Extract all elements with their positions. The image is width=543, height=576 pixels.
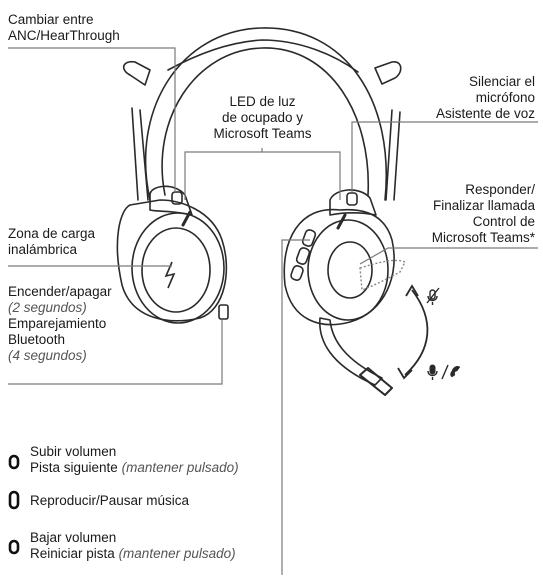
anc-label-line1: Cambiar entre: [8, 12, 94, 27]
callout-volume: [281, 239, 310, 575]
vol-down-icon: [8, 539, 20, 555]
right-led: [336, 213, 347, 230]
wireless-label-line1: Zona de carga: [8, 226, 96, 241]
mute-label-line3: Asistente de voz: [435, 106, 535, 121]
anc-label: Cambiar entre ANC/HearThrough: [8, 12, 120, 44]
play-legend: Reproducir/Pausar música: [30, 493, 189, 509]
vol-down-sub: Reiniciar pista: [30, 546, 115, 561]
mute-label-line2: micrófono: [475, 90, 535, 105]
vol-up-hold: (mantener pulsado): [121, 460, 239, 475]
boom-arm-raised: [359, 259, 406, 291]
lightning-icon: [164, 261, 176, 289]
boom-arm: [319, 317, 383, 386]
wireless-label-line2: inalámbrica: [8, 242, 78, 257]
power-label-line2: (2 segundos): [8, 300, 87, 315]
callout-answer: [359, 247, 538, 265]
vol-up-sub: Pista siguiente: [30, 460, 118, 475]
rotation-arrow: [404, 289, 429, 376]
left-led: [181, 210, 192, 227]
mute-label: Silenciar el micrófono Asistente de voz: [436, 74, 535, 122]
led-label: LED de luz de ocupado y Microsoft Teams: [200, 94, 325, 142]
pair-label-line1: Emparejamiento: [8, 316, 107, 331]
right-earcup: [283, 189, 395, 326]
headband: [144, 27, 387, 201]
answer-label: Responder/ Finalizar llamada Control de …: [432, 182, 535, 246]
left-earcup: [116, 185, 228, 324]
led-label-line1: LED de luz: [229, 94, 296, 109]
callout-led: [184, 148, 263, 200]
vol-down-hold: (mantener pulsado): [118, 546, 236, 561]
callout-mute: [351, 121, 538, 192]
answer-label-line4: Microsoft Teams*: [431, 230, 535, 245]
callout-anc: [8, 47, 176, 192]
mute-label-line1: Silenciar el: [468, 74, 535, 89]
answer-label-line3: Control de: [472, 214, 535, 229]
led-label-line2: de ocupado y: [221, 110, 304, 125]
power-label-line1: Encender/apagar: [8, 284, 112, 299]
led-label-line3: Microsoft Teams: [213, 126, 312, 141]
answer-label-line2: Finalizar llamada: [432, 198, 535, 213]
pair-label-line2: Bluetooth: [8, 332, 66, 347]
vol-down-legend: Bajar volumen Reiniciar pista (mantener …: [30, 530, 236, 562]
callout-power: [8, 320, 223, 385]
vol-up-label: Subir volumen: [30, 444, 117, 459]
mic-and-phone-icon: [427, 364, 461, 380]
anc-label-line2: ANC/HearThrough: [8, 28, 120, 43]
answer-label-line1: Responder/: [465, 182, 535, 197]
wireless-label: Zona de carga inalámbrica: [8, 226, 95, 258]
play-label: Reproducir/Pausar música: [30, 493, 190, 508]
vol-up-legend: Subir volumen Pista siguiente (mantener …: [30, 444, 239, 476]
pair-label-line3: (4 segundos): [8, 348, 87, 363]
mic-muted-icon: [426, 287, 440, 305]
play-pause-icon: [8, 490, 20, 510]
power-label: Encender/apagar (2 segundos) Emparejamie…: [8, 284, 112, 364]
vol-down-label: Bajar volumen: [30, 530, 117, 545]
vol-up-icon: [8, 454, 20, 470]
